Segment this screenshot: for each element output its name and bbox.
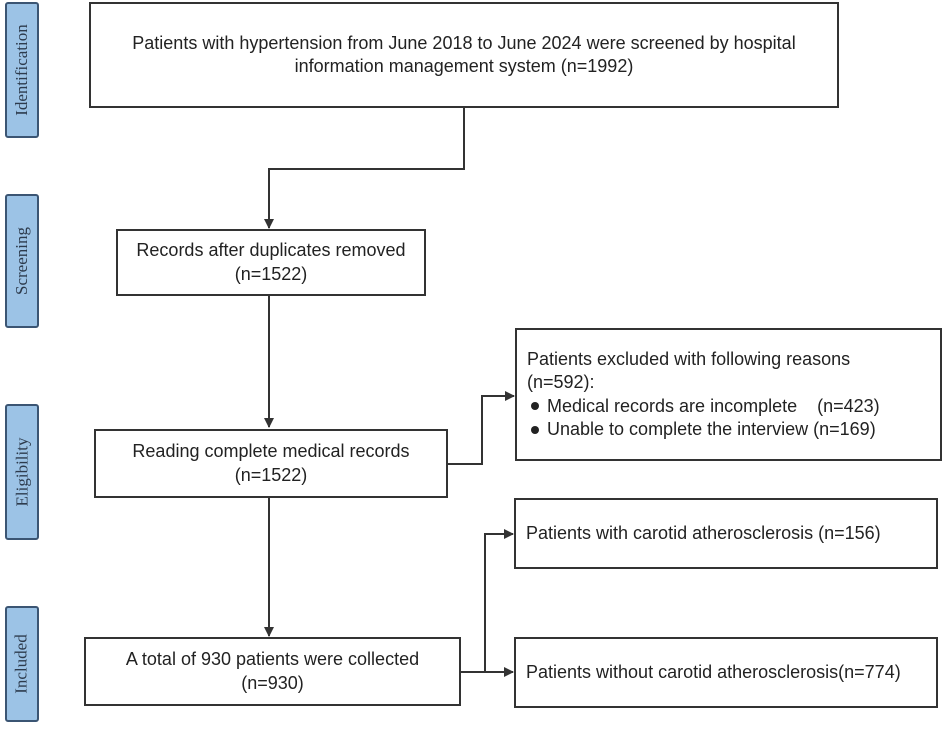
screening-box: Records after duplicates removed (n=1522… bbox=[116, 229, 426, 296]
excluded-text-line2: (n=592): bbox=[527, 372, 595, 393]
included-box: A total of 930 patients were collected (… bbox=[84, 637, 461, 706]
bullet-icon bbox=[531, 425, 539, 434]
eligibility-text-line1: Reading complete medical records bbox=[132, 441, 410, 462]
bullet-icon bbox=[531, 402, 539, 411]
excluded-box: Patients excluded with following reasons… bbox=[515, 328, 942, 461]
excluded-reason-2: Unable to complete the interview (n=169) bbox=[527, 418, 940, 441]
arrow-included-to-with-ca bbox=[461, 529, 514, 673]
excluded-reason-2-text: Unable to complete the interview (n=169) bbox=[547, 418, 876, 439]
excluded-text-line1: Patients excluded with following reasons bbox=[527, 348, 851, 369]
screening-text-line1: Records after duplicates removed bbox=[136, 240, 406, 261]
with-carotid-text: Patients with carotid atherosclerosis (n… bbox=[526, 522, 881, 543]
stage-eligibility: Eligibility bbox=[5, 404, 39, 540]
eligibility-box: Reading complete medical records (n=1522… bbox=[94, 429, 448, 498]
arrow-identification-to-screening bbox=[264, 108, 465, 229]
stage-screening: Screening bbox=[5, 194, 39, 328]
stage-identification: Identification bbox=[5, 2, 39, 138]
identification-text-line2: information management system (n=1992) bbox=[294, 56, 634, 76]
excluded-reason-1-text: Medical records are incomplete (n=423) bbox=[547, 395, 880, 416]
identification-box: Patients with hypertension from June 201… bbox=[89, 2, 839, 108]
with-carotid-box: Patients with carotid atherosclerosis (n… bbox=[514, 498, 938, 569]
included-text-line2: (n=930) bbox=[241, 672, 304, 693]
without-carotid-text: Patients without carotid atherosclerosis… bbox=[526, 661, 901, 682]
identification-text-line1: Patients with hypertension from June 201… bbox=[132, 32, 796, 53]
without-carotid-box: Patients without carotid atherosclerosis… bbox=[514, 637, 938, 708]
arrow-eligibility-to-excluded bbox=[448, 391, 515, 465]
stage-included: Included bbox=[5, 606, 39, 722]
eligibility-text-line2: (n=1522) bbox=[234, 464, 308, 485]
included-text-line1: A total of 930 patients were collected bbox=[125, 649, 420, 670]
excluded-reason-1: Medical records are incomplete (n=423) bbox=[527, 395, 940, 418]
screening-text-line2: (n=1522) bbox=[234, 263, 308, 284]
